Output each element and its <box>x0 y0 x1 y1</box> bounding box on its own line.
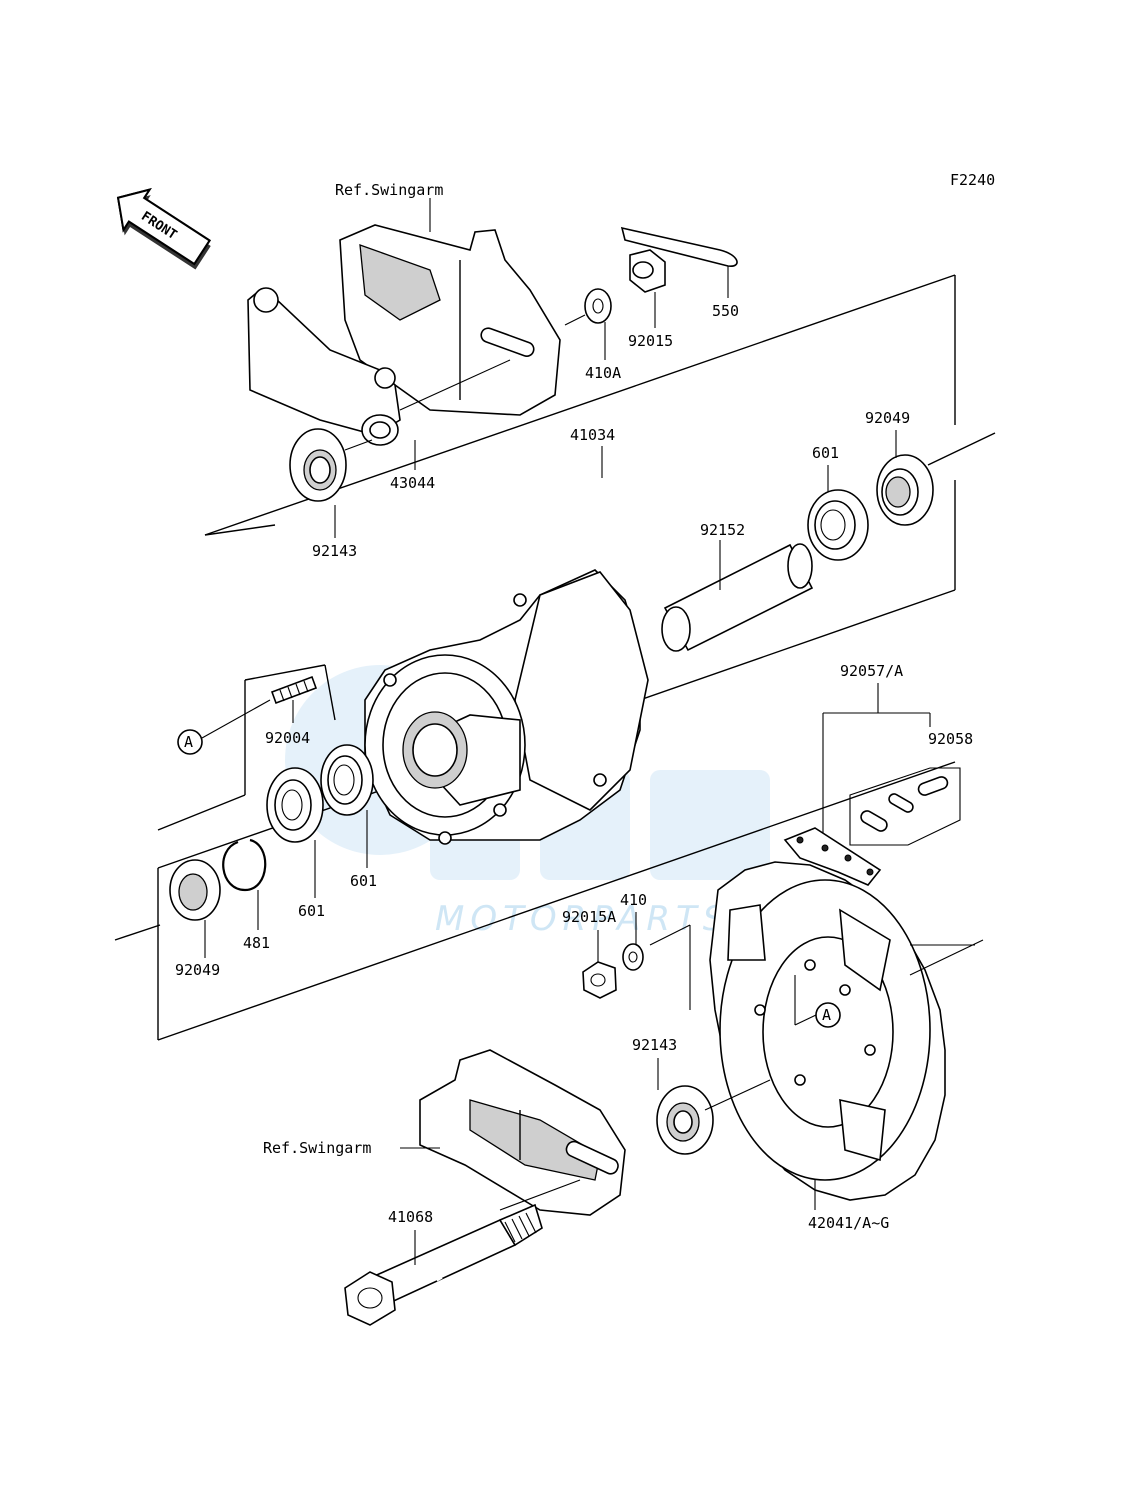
oil-seal-92049-bottom <box>169 859 221 921</box>
callout-410: 410 <box>620 891 647 909</box>
circlip-481 <box>222 838 267 892</box>
washer-410 <box>622 943 644 971</box>
callout-43044: 43044 <box>390 474 435 492</box>
callout-550: 550 <box>712 302 739 320</box>
ref-mark-a-right: A <box>794 975 841 1028</box>
swingarm-bottom <box>419 1049 626 1216</box>
bearing-601-mid <box>320 744 374 816</box>
nut-92015A <box>582 961 617 999</box>
stud-92004 <box>270 675 318 705</box>
washer-410A <box>584 288 612 324</box>
callout-41068: 41068 <box>388 1208 433 1226</box>
master-link-92058 <box>849 767 961 846</box>
callout-42041: 42041/A~G <box>808 1214 889 1232</box>
ref-mark-a-left: A <box>177 699 271 755</box>
rear-hub-41034 <box>364 569 649 845</box>
sprocket-42041 <box>709 861 946 1201</box>
collar-92152 <box>661 543 814 652</box>
callout-92015A: 92015A <box>562 908 616 926</box>
callout-41034: 41034 <box>570 426 615 444</box>
callout-92015: 92015 <box>628 332 673 350</box>
callout-601-low: 601 <box>298 902 325 920</box>
callout-92143-bottom: 92143 <box>632 1036 677 1054</box>
callout-92143-top: 92143 <box>312 542 357 560</box>
callout-92152: 92152 <box>700 521 745 539</box>
callout-601-top: 601 <box>812 444 839 462</box>
callout-92004: 92004 <box>265 729 310 747</box>
swingarm-top <box>339 224 561 416</box>
drive-chain-92057 <box>783 827 882 886</box>
callout-92049-bottom: 92049 <box>175 961 220 979</box>
callout-92058: 92058 <box>928 730 973 748</box>
diagram-code: F2240 <box>950 171 995 189</box>
collar-92143-top <box>289 428 347 502</box>
callout-92057A: 92057/A <box>840 662 903 680</box>
callout-481: 481 <box>243 934 270 952</box>
callout-92049-top: 92049 <box>865 409 910 427</box>
ref-mark-a-left-label: A <box>184 733 193 751</box>
callout-601-mid: 601 <box>350 872 377 890</box>
callout-410A: 410A <box>585 364 621 382</box>
ref-swingarm-top-label: Ref.Swingarm <box>335 181 443 199</box>
caliper-bracket-43044 <box>247 287 401 446</box>
nut-92015 <box>629 249 666 293</box>
collar-92143-bottom <box>656 1085 714 1155</box>
axle-41068 <box>344 1203 543 1326</box>
front-arrow-icon: FRONT <box>116 188 211 270</box>
oil-seal-92049-top <box>876 454 934 526</box>
ref-swingarm-bottom-label: Ref.Swingarm <box>263 1139 371 1157</box>
bearing-601-low <box>266 767 324 843</box>
bearing-601-top <box>807 489 869 561</box>
ref-mark-a-right-label: A <box>822 1006 831 1024</box>
